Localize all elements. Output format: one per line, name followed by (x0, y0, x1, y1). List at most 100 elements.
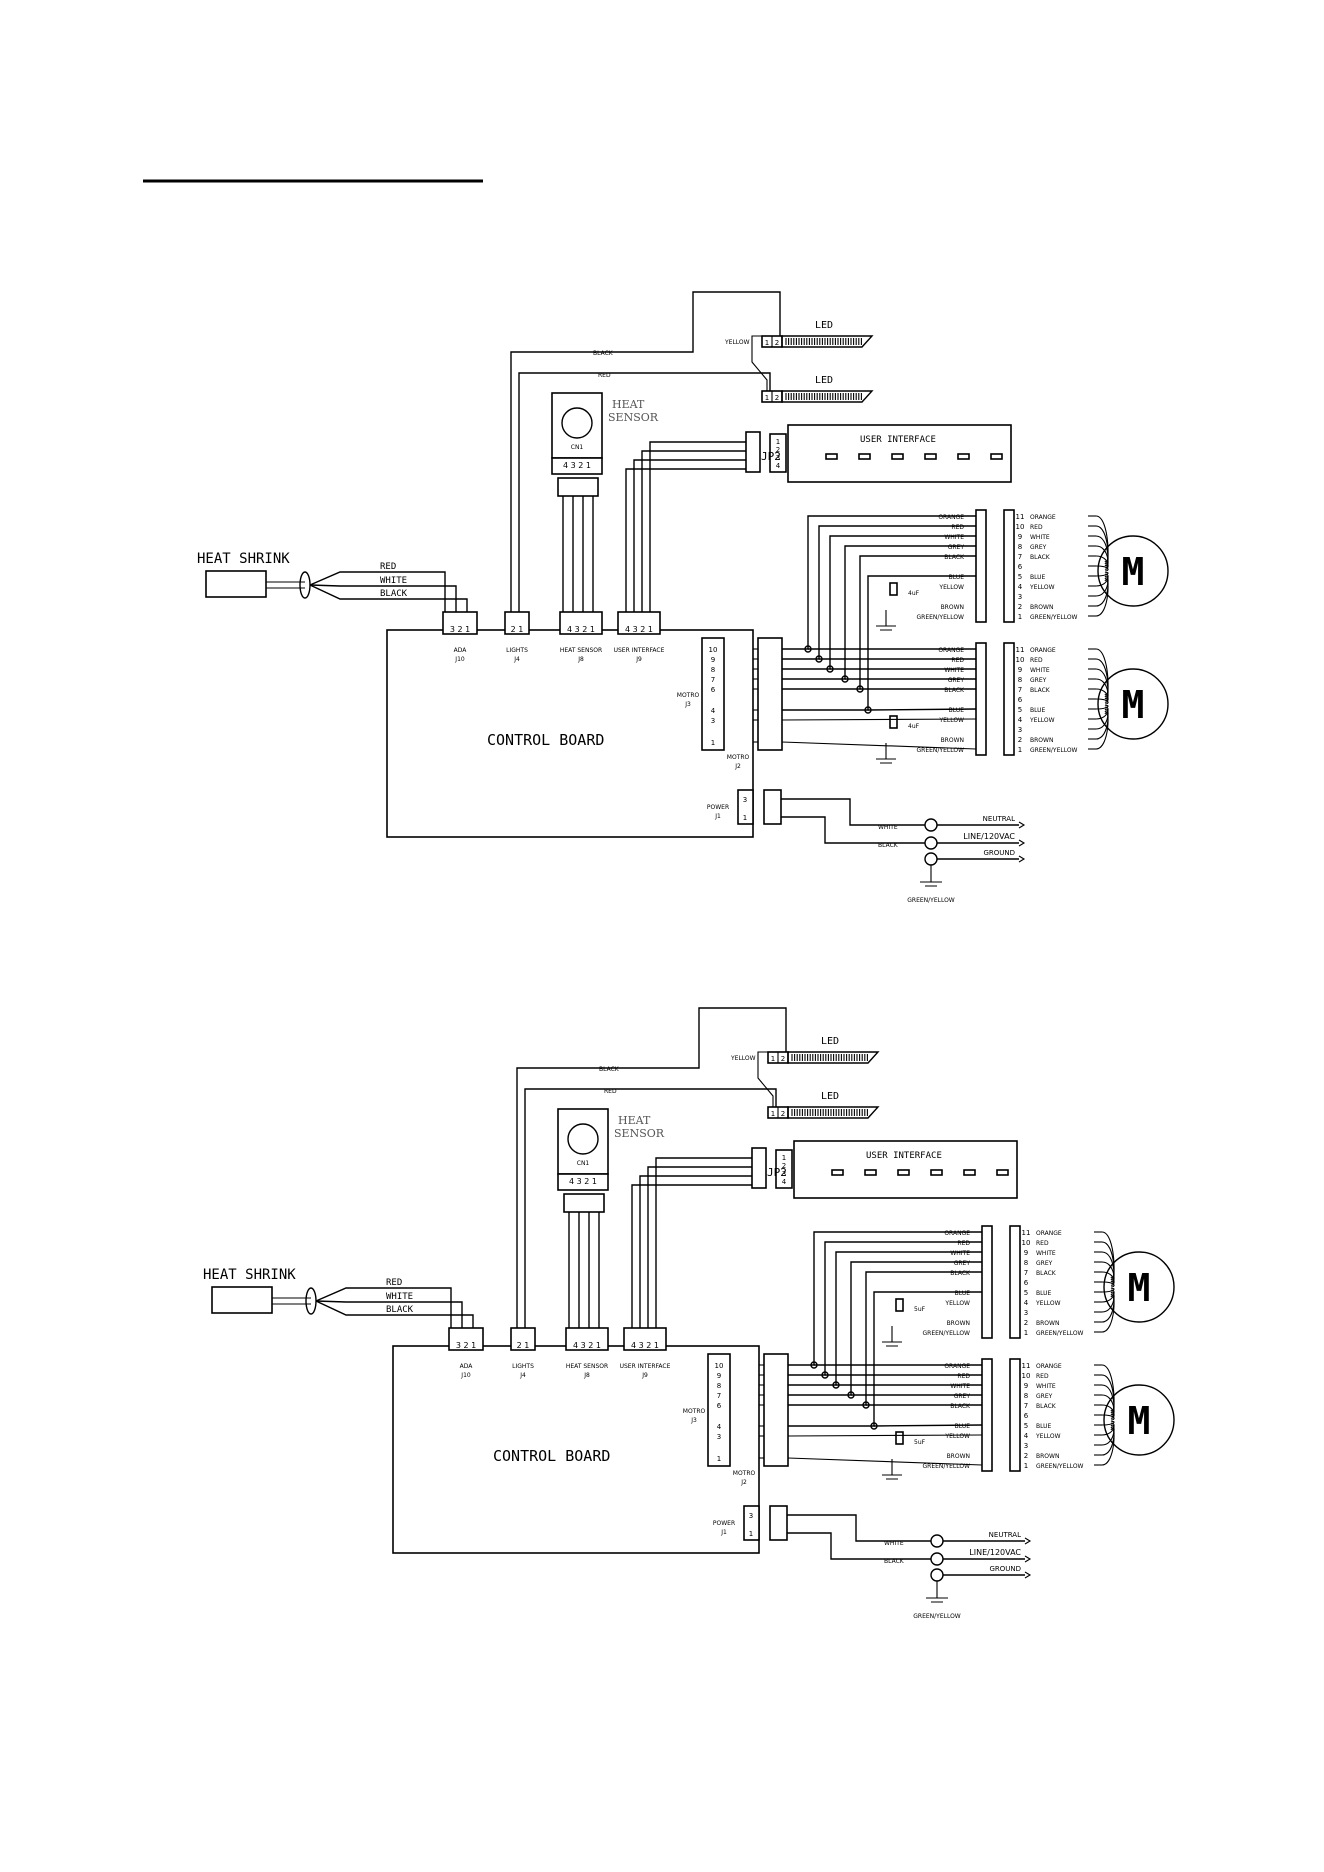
motor2-lead-label-1: ORANGE (1036, 1363, 1062, 1370)
j2-plug (763, 1353, 789, 1467)
j3-pin-1: 10 (709, 646, 718, 654)
motor2-pin-8: 4 (1024, 1432, 1029, 1440)
heat-sensor-code: CN1 (577, 1160, 590, 1167)
heat-sensor-connector (557, 1173, 609, 1191)
motor2-pin-5: 7 (1024, 1402, 1028, 1410)
led-label-2: LED (821, 1091, 839, 1102)
motor1-lead-label-11: GREEN/YELLOW (1030, 614, 1078, 621)
heat-sensor-connector (551, 457, 603, 475)
led-label-1: LED (815, 320, 833, 331)
motor2-wire-label-2: RED (951, 657, 964, 664)
motor2-pin-1: 11 (1016, 646, 1025, 654)
motor2-lead-label-10: BROWN (1036, 1453, 1059, 1460)
j2-plug (757, 637, 783, 751)
power-arrow (1018, 855, 1026, 863)
jp2-pin-2: 2 (776, 446, 780, 454)
motor1-pin-5: 7 (1018, 553, 1022, 561)
led-pin-2: 2 (775, 394, 779, 402)
input-wire-1 (309, 571, 446, 612)
motor1-pin-10: 2 (1024, 1319, 1028, 1327)
user-interface-label: USER INTERFACE (866, 1151, 942, 1161)
j10-ada-connector-name: ADA (460, 1363, 474, 1370)
power-arrow (1024, 1537, 1032, 1545)
motor1-pin-6: 6 (1024, 1279, 1029, 1287)
motor1-wire-label-8: YELLOW (938, 584, 964, 591)
motor1-inline-plug-b (1003, 509, 1015, 623)
heat-shrink-label: HEAT SHRINK (197, 551, 290, 567)
heat-sensor-plug (557, 477, 599, 497)
motro-j2-id: J2 (740, 1479, 747, 1486)
motor1-lead-label-3: WHITE (1030, 534, 1050, 541)
j3-pin-2: 9 (717, 1372, 721, 1380)
lights-black-label: BLACK (599, 1066, 620, 1073)
ui-button-4 (930, 1169, 943, 1176)
motor1-pin-4: 8 (1024, 1259, 1028, 1267)
motor1-blue-feed (788, 1291, 982, 1427)
motor2-lead-label-7: BLUE (1036, 1423, 1052, 1430)
power-white-wire (781, 798, 925, 826)
j8-heat-sensor-connector-id: J8 (583, 1372, 590, 1379)
motor1-pin-9: 3 (1018, 593, 1022, 601)
motor2-lead-label-8: YELLOW (1035, 1433, 1061, 1440)
motor2-pin-2: 10 (1022, 1372, 1031, 1380)
motor2-inline-plug-a (975, 642, 987, 756)
ui-button-2 (858, 453, 871, 460)
motor1-lead-label-5: BLACK (1030, 554, 1051, 561)
motor2-pin-8: 4 (1018, 716, 1023, 724)
motor-lead-bundle (1101, 1421, 1115, 1426)
motor1-symbol (1103, 1251, 1175, 1323)
power-black-wire (781, 816, 925, 844)
power-label: POWER (707, 804, 729, 811)
ui-button-3 (891, 453, 904, 460)
motor1-lead-label-2: RED (1030, 524, 1043, 531)
heat-sensor-pins: 4 3 2 1 (569, 1177, 597, 1186)
j1-connector (743, 1505, 760, 1541)
led-yellow-label: YELLOW (724, 339, 750, 346)
ui-wire-1 (655, 1157, 752, 1328)
heat-sensor-disc (567, 1123, 599, 1155)
j1-connector (737, 789, 754, 825)
motor1-inline-plug-a (975, 509, 987, 623)
motor1-lead-label-1: ORANGE (1030, 514, 1056, 521)
power-terminal-2 (930, 1552, 944, 1566)
power-terminal-3 (930, 1568, 944, 1582)
motor2-pin-7: 5 (1024, 1422, 1028, 1430)
motor2-lead-label-10: BROWN (1030, 737, 1053, 744)
junction-node (856, 685, 864, 693)
motor2-gy-feed (787, 1457, 983, 1466)
motor1-pin-5: 7 (1024, 1269, 1028, 1277)
motro-j2-label: MOTRO (727, 754, 750, 761)
j4-lights-connector-pins: 2 1 (511, 625, 524, 634)
j3-pin-2: 9 (711, 656, 715, 664)
power-white-label: WHITE (878, 824, 898, 831)
lights-red-wire (524, 1088, 777, 1328)
motor1-feed-1 (788, 1231, 982, 1366)
motor1-capacitor-label: 5uF (914, 1306, 926, 1313)
heat-shrink-label: HEAT SHRINK (203, 1267, 296, 1283)
motor1-pin-8: 4 (1024, 1299, 1029, 1307)
j1-pin-3: 3 (743, 796, 747, 804)
jp2-pin-3: 3 (782, 1170, 786, 1178)
j3-pin-5: 6 (717, 1402, 722, 1410)
motor-lead-bundle (1101, 1251, 1115, 1283)
earth-ground-symbol (926, 1581, 948, 1603)
motor1-pin-9: 3 (1024, 1309, 1028, 1317)
motor-lead-bundle (1101, 1428, 1115, 1466)
j4-lights-connector (510, 1327, 536, 1351)
j10-ada-connector-id: J10 (460, 1372, 471, 1379)
junction-node (847, 1391, 855, 1399)
input-wire-1 (315, 1287, 452, 1328)
motor1-pin-11: 1 (1024, 1329, 1028, 1337)
j10-ada-connector-name: ADA (454, 647, 468, 654)
power-id: J1 (714, 813, 721, 820)
input-wire-label-2: WHITE (380, 576, 407, 586)
line-label: LINE/120VAC (969, 1548, 1021, 1557)
motor2-wire-label-8: YELLOW (944, 1433, 970, 1440)
motor1-lead-label-10: BROWN (1030, 604, 1053, 611)
motor1-wire-label-5: BLACK (944, 554, 965, 561)
power-id: J1 (720, 1529, 727, 1536)
motor1-pin-7: 5 (1018, 573, 1022, 581)
power-terminal-3 (924, 852, 938, 866)
motor1-pin-1: 11 (1016, 513, 1025, 521)
